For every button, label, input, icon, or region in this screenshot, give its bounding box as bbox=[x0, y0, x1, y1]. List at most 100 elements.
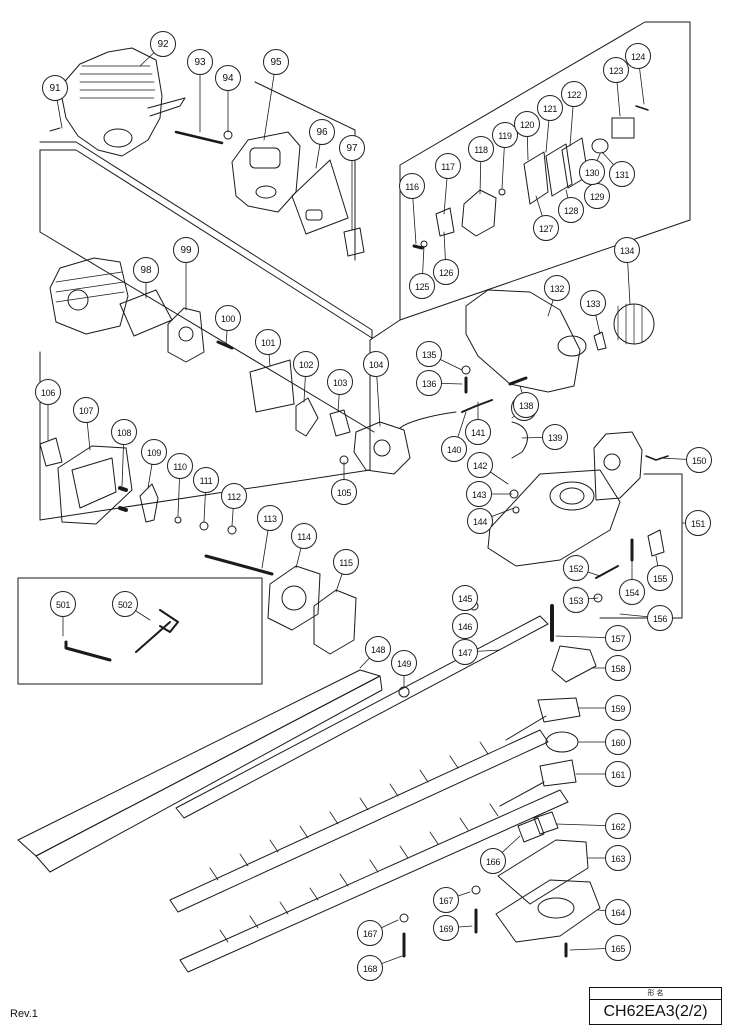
part-callout-164: 164 bbox=[605, 899, 631, 925]
plate-160-part bbox=[545, 731, 579, 753]
pin-108-part bbox=[118, 486, 128, 492]
muffler-part bbox=[231, 131, 301, 213]
fuel-tank-132-part bbox=[465, 289, 587, 393]
part-callout-130: 130 bbox=[579, 159, 605, 185]
part-callout-161: 161 bbox=[605, 761, 631, 787]
part-callout-501: 501 bbox=[50, 591, 76, 617]
part-callout-128: 128 bbox=[558, 197, 584, 223]
part-callout-107: 107 bbox=[73, 397, 99, 423]
lever-109-part bbox=[139, 483, 159, 523]
part-callout-169: 169 bbox=[433, 915, 459, 941]
part-callout-163: 163 bbox=[605, 845, 631, 871]
part-callout-155: 155 bbox=[647, 565, 673, 591]
part-callout-124: 124 bbox=[625, 43, 651, 69]
part-callout-145: 145 bbox=[452, 585, 478, 611]
part-callout-138: 138 bbox=[513, 392, 539, 418]
carburetor-part bbox=[353, 421, 411, 475]
part-callout-165: 165 bbox=[605, 935, 631, 961]
cover-115-part bbox=[313, 589, 357, 655]
title-block-label: 形 名 bbox=[590, 988, 721, 1000]
part-callout-123: 123 bbox=[603, 57, 629, 83]
part-callout-140: 140 bbox=[441, 436, 467, 462]
fuel-line-part bbox=[399, 411, 457, 429]
part-callout-156: 156 bbox=[647, 605, 673, 631]
part-callout-110: 110 bbox=[167, 453, 193, 479]
part-callout-134: 134 bbox=[614, 237, 640, 263]
group-boundary-lines bbox=[39, 21, 691, 619]
part-callout-108: 108 bbox=[111, 419, 137, 445]
part-callout-167: 167 bbox=[433, 887, 459, 913]
part-callout-125: 125 bbox=[409, 273, 435, 299]
plug-wrench-part bbox=[135, 609, 179, 653]
part-callout-135: 135 bbox=[416, 341, 442, 367]
part-callout-150: 150 bbox=[686, 447, 712, 473]
part-callout-119: 119 bbox=[492, 122, 518, 148]
blade-guard-148-part bbox=[17, 669, 383, 873]
part-callout-162: 162 bbox=[605, 813, 631, 839]
part-callout-92: 92 bbox=[150, 31, 176, 57]
part-callout-157: 157 bbox=[605, 625, 631, 651]
screw-116-part bbox=[412, 244, 424, 250]
gear-case-part bbox=[487, 469, 621, 567]
pin-152-part bbox=[595, 565, 619, 579]
part-callout-132: 132 bbox=[544, 275, 570, 301]
part-callout-121: 121 bbox=[537, 95, 563, 121]
nut-149-part bbox=[398, 686, 410, 698]
link-159-part bbox=[505, 697, 581, 741]
washer-110-part bbox=[174, 516, 182, 524]
tube-140-part bbox=[461, 399, 493, 413]
part-callout-122: 122 bbox=[561, 81, 587, 107]
part-callout-158: 158 bbox=[605, 655, 631, 681]
part-callout-159: 159 bbox=[605, 695, 631, 721]
part-callout-95: 95 bbox=[263, 49, 289, 75]
fuel-cap-134-part bbox=[613, 303, 655, 345]
gasket-101-part bbox=[249, 359, 295, 413]
part-callout-144: 144 bbox=[467, 508, 493, 534]
pump-cover-part bbox=[461, 189, 497, 237]
grommet-135-part bbox=[461, 365, 471, 375]
part-callout-160: 160 bbox=[605, 729, 631, 755]
part-callout-120: 120 bbox=[514, 111, 540, 137]
part-callout-93: 93 bbox=[187, 49, 213, 75]
washer-167-part bbox=[399, 913, 409, 923]
plate-102-part bbox=[295, 397, 319, 437]
gasket-96-part bbox=[291, 159, 349, 235]
plate-123-part bbox=[611, 117, 635, 139]
part-callout-99: 99 bbox=[173, 237, 199, 263]
part-callout-151: 151 bbox=[685, 510, 711, 536]
hex-wrench-part bbox=[64, 640, 112, 662]
revision-label: Rev.1 bbox=[10, 1008, 38, 1020]
part-callout-148: 148 bbox=[365, 636, 391, 662]
washer-111-part bbox=[199, 521, 209, 531]
part-callout-147: 147 bbox=[452, 639, 478, 665]
part-callout-166: 166 bbox=[480, 848, 506, 874]
washer-112-part bbox=[227, 525, 237, 535]
handle-mount-part bbox=[593, 431, 643, 501]
part-callout-118: 118 bbox=[468, 136, 494, 162]
tube-139-part bbox=[511, 421, 528, 459]
upper-blade-part bbox=[169, 729, 549, 913]
part-callout-136: 136 bbox=[416, 370, 442, 396]
clip-155-part bbox=[647, 529, 665, 557]
pin-108b-part bbox=[118, 506, 128, 512]
part-callout-109: 109 bbox=[141, 439, 167, 465]
cylinder-part bbox=[49, 257, 129, 335]
washer-144-part bbox=[512, 506, 520, 514]
filter-138-part bbox=[508, 376, 528, 386]
block-166-part bbox=[517, 817, 545, 843]
lower-blade-part bbox=[179, 789, 569, 973]
part-callout-117: 117 bbox=[435, 153, 461, 179]
part-callout-142: 142 bbox=[467, 452, 493, 478]
element-114-part bbox=[267, 565, 321, 631]
part-callout-133: 133 bbox=[580, 290, 606, 316]
part-callout-139: 139 bbox=[542, 424, 568, 450]
part-callout-127: 127 bbox=[533, 215, 559, 241]
bolt-93-part bbox=[174, 130, 233, 145]
part-callout-115: 115 bbox=[333, 549, 359, 575]
part-callout-97: 97 bbox=[339, 135, 365, 161]
part-callout-105: 105 bbox=[331, 479, 357, 505]
part-callout-167: 167 bbox=[357, 920, 383, 946]
part-callout-168: 168 bbox=[357, 955, 383, 981]
